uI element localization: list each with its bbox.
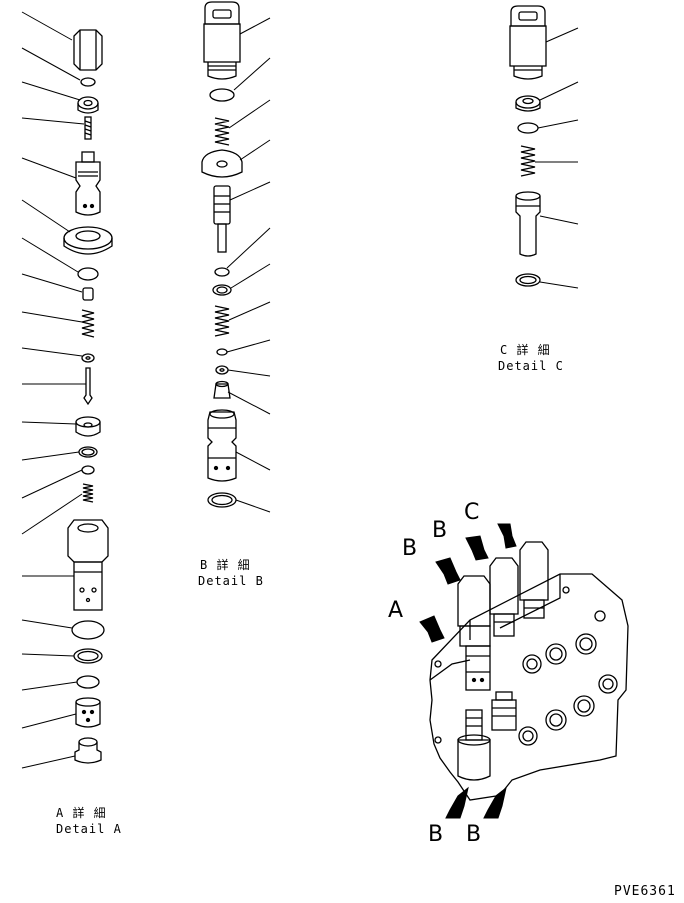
detail-b-parts — [201, 1, 243, 508]
detail-b-caption-en: Detail B — [198, 574, 264, 588]
detail-a-caption-en: Detail A — [56, 822, 122, 836]
valve-assembly — [429, 541, 629, 801]
detail-a-parts — [63, 29, 113, 764]
arrow-label-c: C — [464, 500, 480, 525]
arrow-label-b-bottom-right: B — [466, 822, 482, 847]
detail-b-caption-jp: B 詳 細 — [200, 558, 251, 572]
arrow-label-b-bottom-left: B — [428, 822, 444, 847]
drawing-number: PVE6361 — [614, 884, 676, 899]
arrow-label-b-left: B — [402, 536, 418, 561]
detail-a-leader-lines — [21, 11, 86, 769]
detail-b-leader-lines — [226, 17, 271, 513]
detail-c-leader-lines — [535, 27, 579, 289]
arrow-label-b-mid: B — [432, 518, 448, 543]
detail-c-caption-en: Detail C — [498, 359, 564, 373]
detail-c-caption-jp: C 詳 細 — [500, 343, 551, 357]
arrow-label-a: A — [388, 598, 404, 623]
detail-a-caption-jp: A 詳 細 — [56, 806, 107, 820]
assembly-arrows — [419, 523, 517, 819]
detail-c-parts — [509, 5, 547, 287]
